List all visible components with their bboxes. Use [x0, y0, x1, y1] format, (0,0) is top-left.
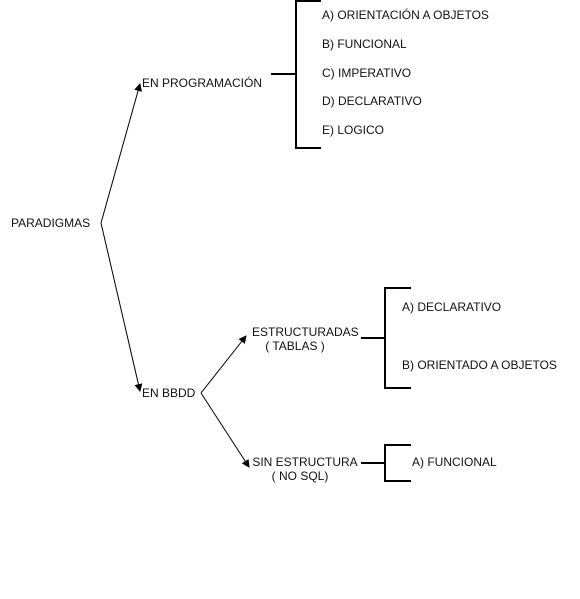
- arrow-bbdd-to-sin-estructura: [200, 392, 250, 468]
- programacion-item: A) ORIENTACIÓN A OBJETOS: [322, 8, 489, 22]
- estructuradas-label-line2: ( TABLAS ): [265, 339, 325, 353]
- estructuradas-label-line1: ESTRUCTURADAS: [252, 325, 359, 339]
- bracket-sin-estructura: [384, 444, 411, 482]
- estructuradas-label: ESTRUCTURADAS ( TABLAS ): [252, 325, 359, 353]
- arrow-root-to-bbdd: [100, 222, 143, 392]
- estructuradas-item: A) DECLARATIVO: [402, 300, 502, 314]
- arrow-root-to-programacion: [100, 83, 142, 224]
- programacion-label: EN PROGRAMACIÓN: [142, 76, 263, 90]
- sin-estructura-label: SIN ESTRUCTURA ( NO SQL): [252, 455, 358, 483]
- bbdd-label: EN BBDD: [142, 386, 196, 400]
- programacion-item: D) DECLARATIVO: [322, 94, 422, 108]
- root-label: PARADIGMAS: [11, 216, 91, 230]
- programacion-item: E) LOGICO: [322, 123, 385, 137]
- sin-estructura-item: A) FUNCIONAL: [412, 455, 497, 469]
- programacion-item: B) FUNCIONAL: [322, 37, 407, 51]
- arrow-bbdd-to-estructuradas: [200, 335, 247, 394]
- bracket-estructuradas: [384, 287, 411, 389]
- programacion-item: C) IMPERATIVO: [322, 66, 412, 80]
- sin-estructura-label-line1: SIN ESTRUCTURA: [252, 455, 358, 469]
- sin-estructura-label-line2: ( NO SQL): [271, 469, 329, 483]
- estructuradas-item: B) ORIENTADO A OBJETOS: [402, 358, 557, 372]
- bracket-programacion: [295, 0, 321, 149]
